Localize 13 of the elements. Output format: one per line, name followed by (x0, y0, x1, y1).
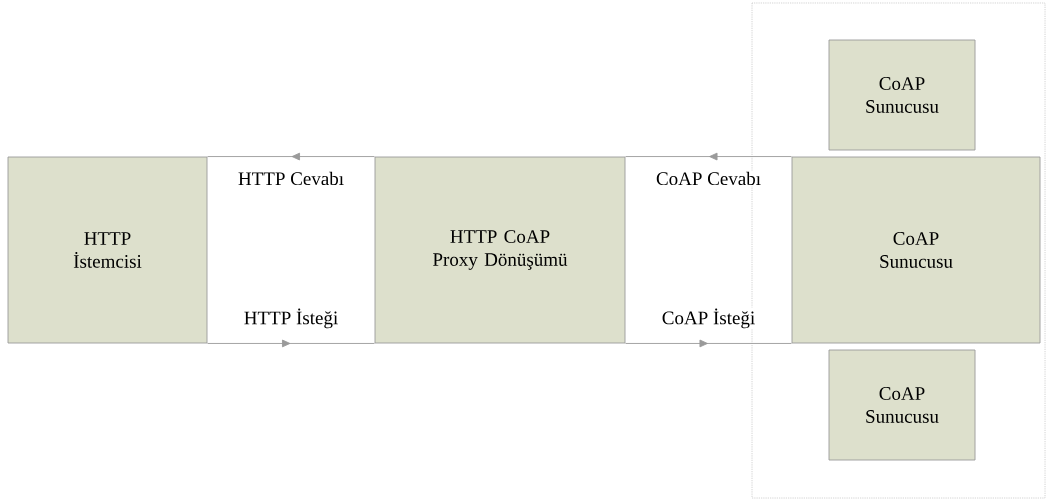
arrow (207, 152, 375, 161)
server-box: CoAP Sunucusu (828, 349, 976, 461)
edge-label: CoAP İsteği (660, 307, 757, 330)
arrow (625, 152, 792, 161)
edge-label: HTTP İsteği (242, 307, 340, 330)
edge-label: HTTP Cevabı (236, 170, 346, 187)
server-box: CoAP Sunucusu (791, 156, 1041, 344)
edge-label: CoAP Cevabı (655, 170, 763, 187)
process-box: HTTP CoAP Proxy Dönüşümü (374, 156, 626, 344)
arrow (625, 339, 792, 348)
process-box: HTTP İstemcisi (7, 156, 208, 344)
arrow (207, 339, 375, 348)
server-box: CoAP Sunucusu (828, 39, 976, 151)
